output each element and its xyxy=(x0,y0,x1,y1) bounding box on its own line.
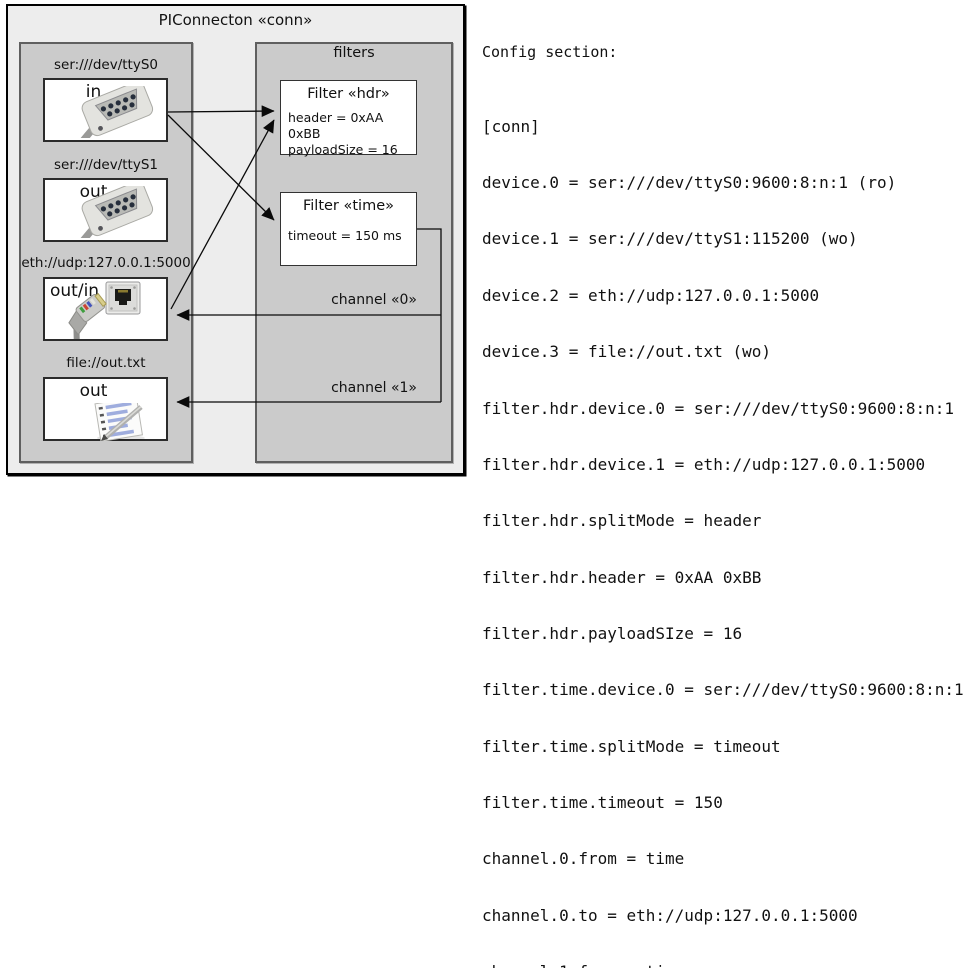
config-section: Config section: [conn] device.0 = ser://… xyxy=(482,5,964,968)
serial-connector-icon xyxy=(73,186,154,238)
config-line: filter.hdr.splitMode = header xyxy=(482,511,762,531)
device-direction: out xyxy=(79,381,108,401)
config-line: device.1 = ser:///dev/ttyS1:115200 (wo) xyxy=(482,229,858,249)
filter-time-box: Filter «time» timeout = 150 ms xyxy=(280,192,417,266)
config-line: device.0 = ser:///dev/ttyS0:9600:8:n:1 (… xyxy=(482,173,897,193)
filter-title: Filter «hdr» xyxy=(307,86,390,102)
filter-property: payloadSize = 16 xyxy=(288,142,398,157)
filter-property: header = 0xAA 0xBB xyxy=(288,110,384,141)
config-line: channel.0.to = eth://udp:127.0.0.1:5000 xyxy=(482,905,858,925)
config-line: filter.time.timeout = 150 xyxy=(482,792,723,812)
diagram-panel: PIConnecton «conn» filters ser:///dev/tt… xyxy=(0,0,470,484)
config-line: filter.hdr.device.1 = eth://udp:127.0.0.… xyxy=(482,454,926,474)
filters-group-title: filters xyxy=(333,45,375,61)
device-box-ttys0: in xyxy=(43,78,168,142)
ethernet-cable-icon xyxy=(68,293,107,339)
config-line: filter.hdr.device.0 = ser:///dev/ttyS0:9… xyxy=(482,398,955,418)
device-box-file: out xyxy=(43,377,168,441)
config-line: channel.0.from = time xyxy=(482,849,685,869)
config-line: device.3 = file://out.txt (wo) xyxy=(482,342,771,362)
config-line: channel.1.from = time xyxy=(482,962,964,968)
serial-connector-icon xyxy=(73,86,154,138)
channel-0-label: channel «0» xyxy=(331,292,417,308)
diagram-title: PIConnecton «conn» xyxy=(158,11,313,29)
config-line: device.2 = eth://udp:127.0.0.1:5000 xyxy=(482,285,820,305)
channel-1-label: channel «1» xyxy=(331,380,417,396)
device-direction: out/in xyxy=(50,281,100,301)
notepad-icon xyxy=(94,403,145,441)
config-line: filter.hdr.header = 0xAA 0xBB xyxy=(482,567,762,587)
ethernet-port-icon xyxy=(105,281,141,315)
device-label-ttys1: ser:///dev/ttyS1 xyxy=(54,157,158,173)
config-line: filter.hdr.payloadSIze = 16 xyxy=(482,623,743,643)
config-heading: Config section: xyxy=(482,43,618,61)
filter-hdr-box: Filter «hdr» header = 0xAA 0xBB payloadS… xyxy=(280,80,417,157)
config-line: [conn] xyxy=(482,116,540,136)
device-box-ttys1: out xyxy=(43,178,168,242)
filter-title: Filter «time» xyxy=(302,198,395,214)
device-label-file: file://out.txt xyxy=(66,355,146,371)
device-label-ttys0: ser:///dev/ttyS0 xyxy=(54,57,158,73)
config-line: filter.time.device.0 = ser:///dev/ttyS0:… xyxy=(482,680,964,700)
device-box-eth: out/in xyxy=(43,277,168,341)
device-label-eth: eth://udp:127.0.0.1:5000 xyxy=(21,255,191,271)
filter-property: timeout = 150 ms xyxy=(288,228,402,243)
config-line: filter.time.splitMode = timeout xyxy=(482,736,781,756)
